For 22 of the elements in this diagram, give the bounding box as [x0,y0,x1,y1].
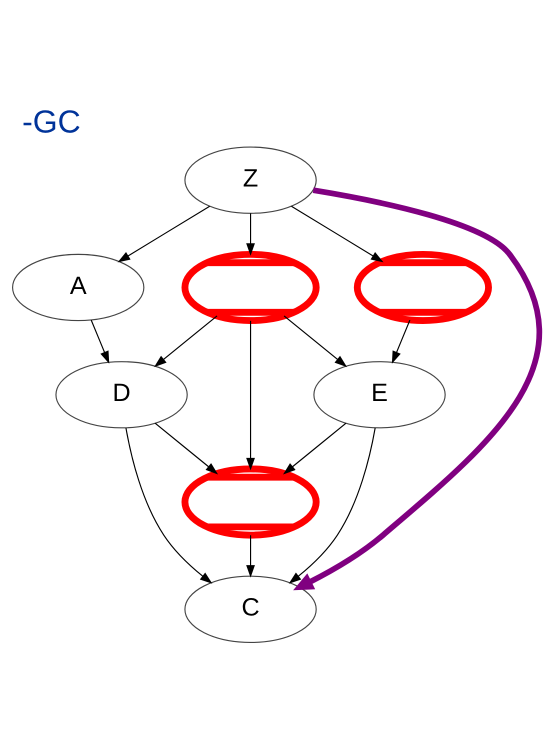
diagram-title: -GC [22,104,81,140]
arrow [288,428,376,584]
arrow [154,422,218,474]
node-ellipse: Z [184,146,317,214]
arrow [291,206,384,262]
arrow [293,187,542,590]
node-crossed-ellipse [182,250,320,324]
node-ellipse: E [313,361,446,428]
arrow [118,206,210,262]
arrow [154,315,218,368]
arrow [246,535,255,578]
arrow [90,320,110,364]
arrow [246,320,255,470]
arrow [284,315,348,368]
node-ellipse: D [55,361,188,428]
node-ellipse: C [184,576,317,643]
arrow [125,428,212,584]
arrow [283,422,346,474]
arrow [246,213,255,256]
node-ellipse: A [12,254,144,322]
arrow [392,320,410,364]
node-crossed-ellipse [182,466,320,539]
